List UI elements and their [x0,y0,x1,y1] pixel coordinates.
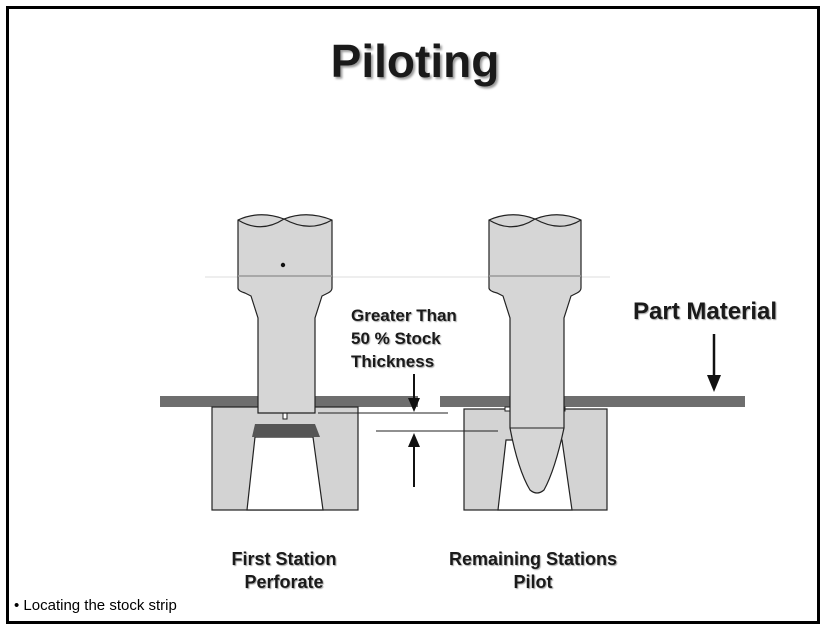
dimension-arrow-down-icon [408,398,420,412]
remaining-stations-label-line-1: Remaining Stations [448,549,618,569]
thickness-label-line-1: Greater Than [351,306,457,325]
first-station-punch [237,214,333,414]
first-die-opening [246,436,324,511]
bullet-point: • Locating the stock strip [14,597,177,614]
remaining-stations-label-line-2: Pilot [513,572,553,592]
thickness-label-line-3: Thickness [351,352,435,371]
stock-strip-right [440,396,745,407]
punch-break-line [237,218,333,228]
pilot-punch-body [488,214,582,494]
punch-marker-dot [280,262,286,268]
dimension-arrow-up-icon [408,433,420,447]
slide-frame [6,6,820,624]
pilot-break-line [488,218,582,228]
perforate-punch [237,214,333,414]
part-material-pointer [707,334,721,392]
remaining-stations-label: Remaining Stations Pilot [413,548,653,594]
thickness-dimension [318,374,498,487]
first-station-label-line-1: First Station [231,549,337,569]
thickness-label: Greater Than 50 % Stock Thickness [351,304,457,373]
part-material-label: Part Material [633,298,778,325]
first-station-label-line-2: Perforate [244,572,324,592]
pilot-punch [488,214,582,494]
punched-slug [252,424,320,437]
thickness-label-line-2: 50 % Stock [351,329,441,348]
slug-tab [282,412,288,420]
part-arrow-down-icon [707,375,721,392]
slide-title: Piloting [330,35,500,87]
first-station-label: First Station Perforate [164,548,404,594]
first-station-die [211,406,359,511]
